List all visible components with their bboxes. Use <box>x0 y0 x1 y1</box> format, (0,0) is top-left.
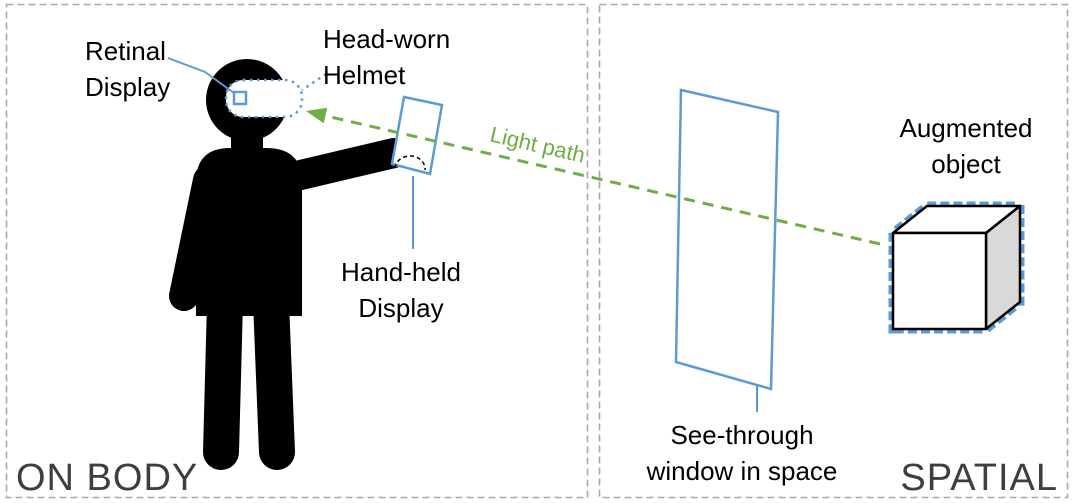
see-through-window-label-line1: See-through <box>670 420 813 450</box>
retinal-display-marker <box>232 90 248 106</box>
person-arm-left <box>169 165 223 311</box>
person-leg-left <box>203 284 243 470</box>
augmented-cube <box>888 201 1025 334</box>
light-path-arrowhead <box>306 107 328 124</box>
on-body-panel-border <box>5 3 589 499</box>
person-leg-right <box>253 284 295 470</box>
person-silhouette <box>169 59 409 470</box>
head-worn-helmet-label-line2: Helmet <box>323 60 406 90</box>
on-body-title: ON BODY <box>16 457 198 499</box>
light-path-label: Light path <box>488 122 588 168</box>
head-worn-helmet-label-line1: Head-worn <box>323 24 450 54</box>
person-torso <box>196 148 302 316</box>
light-path-dashed-line <box>321 113 881 246</box>
spatial-panel-border <box>598 3 1069 499</box>
see-through-window-label-line2: window in space <box>646 456 838 486</box>
cube-front-face <box>891 231 988 331</box>
person-arm-right <box>273 138 409 193</box>
hand-held-display-label-line1: Hand-held <box>341 257 461 287</box>
augmented-object-label-line1: Augmented <box>900 113 1033 143</box>
see-through-window-shape <box>674 88 780 391</box>
spatial-panel <box>598 3 1069 499</box>
retinal-display-label-line2: Display <box>85 72 170 102</box>
helmet-leader-line <box>301 72 327 92</box>
light-path-arrow <box>306 107 881 246</box>
spatial-title: SPATIAL <box>900 457 1058 499</box>
hand-grip-arc <box>394 155 426 171</box>
hand-held-display-label-line2: Display <box>358 293 443 323</box>
head-worn-helmet-visor <box>224 78 304 119</box>
on-body-panel <box>5 3 589 499</box>
retinal-display-leader-line <box>167 57 235 94</box>
augmented-object-label-line2: object <box>931 149 1001 179</box>
retinal-display-label-line1: Retinal <box>85 36 166 66</box>
